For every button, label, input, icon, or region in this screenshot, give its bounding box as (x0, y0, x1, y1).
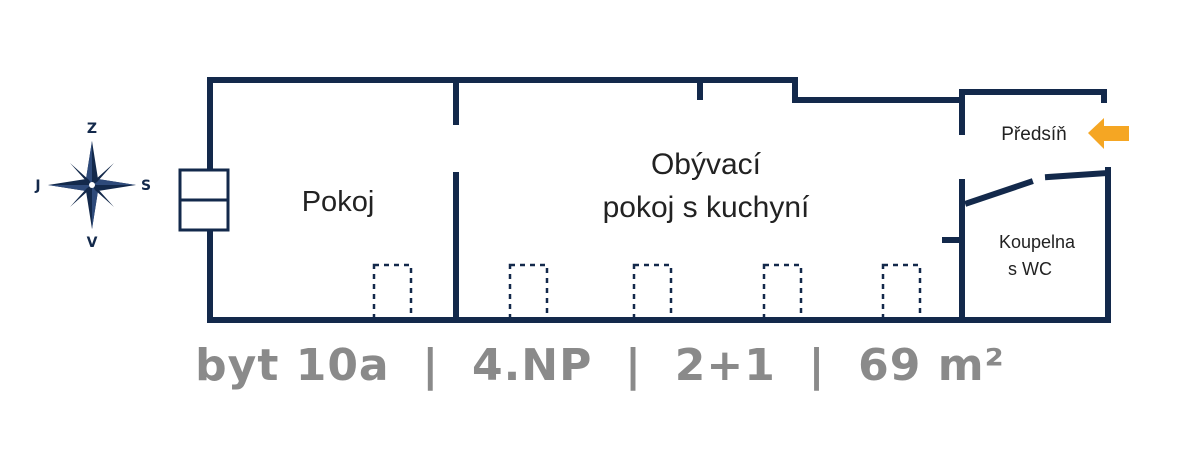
window-marker (508, 263, 549, 322)
window-marker (881, 263, 922, 322)
outer-wall-top (207, 77, 965, 173)
compass-rose-icon (48, 141, 136, 229)
window-marker (762, 263, 803, 322)
room-label-obyvaci-2: pokoj s kuchyní (603, 191, 810, 224)
bath-wall-top (1044, 167, 1111, 181)
bath-door-leaf (964, 178, 1034, 207)
window-marker (372, 263, 413, 322)
window-marker (632, 263, 673, 322)
arrow-left-icon (1088, 118, 1129, 149)
room-label-koupelna-2: s WC (1008, 259, 1052, 279)
compass-east: S (141, 178, 151, 194)
room-label-pokoj: Pokoj (302, 186, 375, 218)
room-label-koupelna-1: Koupelna (999, 232, 1076, 252)
bottom-windows (372, 263, 922, 322)
apartment-caption: byt 10a | 4.NP | 2+1 | 69 m² (195, 340, 1005, 391)
window-left (178, 168, 230, 232)
room-label-obyvaci-1: Obývací (651, 148, 762, 181)
room-label-predsin: Předsíň (1001, 124, 1066, 145)
compass-south: V (87, 235, 98, 251)
compass-north: Z (87, 121, 97, 137)
compass-west: J (34, 178, 40, 194)
